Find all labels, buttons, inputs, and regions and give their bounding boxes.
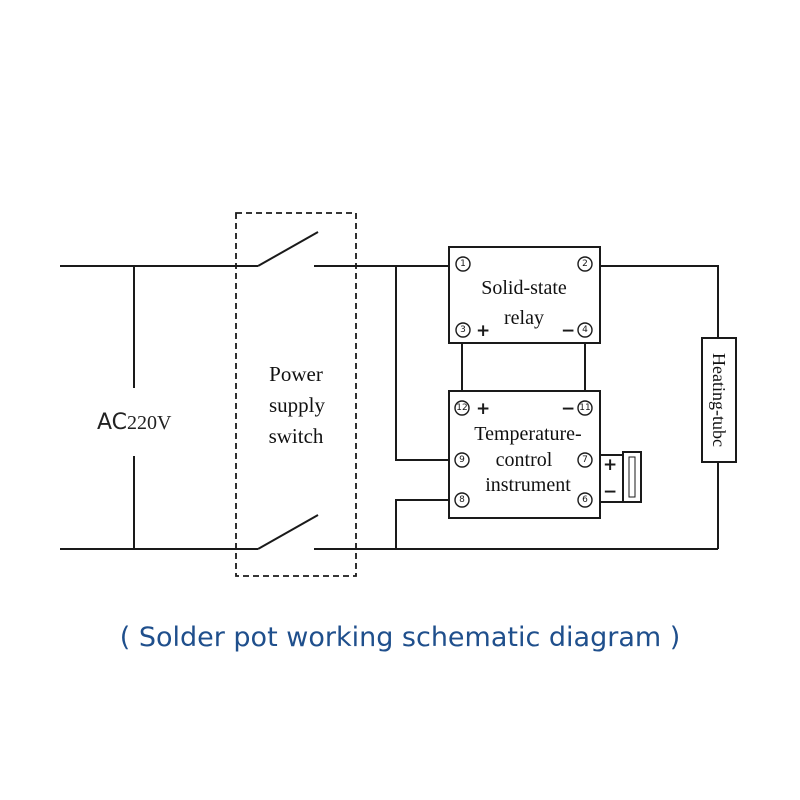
controller-terminal-9-label: 9 [459,455,465,465]
switch-label-line-3: switch [269,424,324,448]
controller-label-line-2: control [496,449,553,471]
switch-label-line-1: Power [269,362,323,386]
controller-terminal-12-label: 12 [456,403,467,413]
heating-tube-label: Heating-tubc [709,353,729,447]
probe-minus-sign: − [603,482,617,502]
relay-terminal-2-label: 2 [582,259,588,269]
controller-minus-sign: − [561,399,575,419]
relay-terminal-4-label: 4 [582,325,588,335]
controller-terminal-6-label: 6 [582,495,588,505]
heating-tube [701,337,737,463]
relay-terminal-1 [455,256,471,272]
controller-terminal-11 [577,400,593,416]
ac-prefix: AC [97,410,127,435]
relay-label-line-1: Solid-state [481,277,567,299]
relay-terminal-1-label: 1 [460,259,466,269]
thermocouple-probe-inner [628,456,636,498]
controller-plus-sign: + [476,399,490,419]
switch-blade-bottom [257,514,319,550]
solid-state-relay [448,246,601,344]
probe-plus-sign: + [603,455,617,475]
temperature-control-instrument [448,390,601,519]
wire-bottom-to-terminal-8 [395,499,450,549]
relay-terminal-4 [577,322,593,338]
controller-terminal-7 [577,452,593,468]
controller-terminal-8-label: 8 [459,495,465,505]
controller-terminal-9 [454,452,470,468]
switch-label-line-2: supply [269,393,326,417]
controller-terminal-7-label: 7 [582,455,588,465]
ac-source-label: AC220V [97,410,172,435]
controller-terminal-6 [577,492,593,508]
controller-label-line-3: instrument [485,474,571,496]
power-switch-enclosure [235,212,357,577]
relay-plus-sign: + [476,321,490,341]
controller-terminal-12 [454,400,470,416]
thermocouple-probe [622,451,642,503]
relay-terminal-3-label: 3 [460,325,466,335]
relay-label-line-2: relay [504,307,544,329]
diagram-caption: ( Solder pot working schematic diagram ) [119,622,681,653]
switch-blade-top [257,231,319,267]
ac-voltage: 220V [127,412,172,434]
controller-terminal-8 [454,492,470,508]
controller-terminal-11-label: 11 [579,403,590,413]
wire-relay-to-heater [600,265,719,338]
relay-terminal-2 [577,256,593,272]
relay-minus-sign: − [561,321,575,341]
wire-top-to-terminal-9 [395,266,450,461]
controller-label-line-1: Temperature- [474,423,581,445]
relay-terminal-3 [455,322,471,338]
